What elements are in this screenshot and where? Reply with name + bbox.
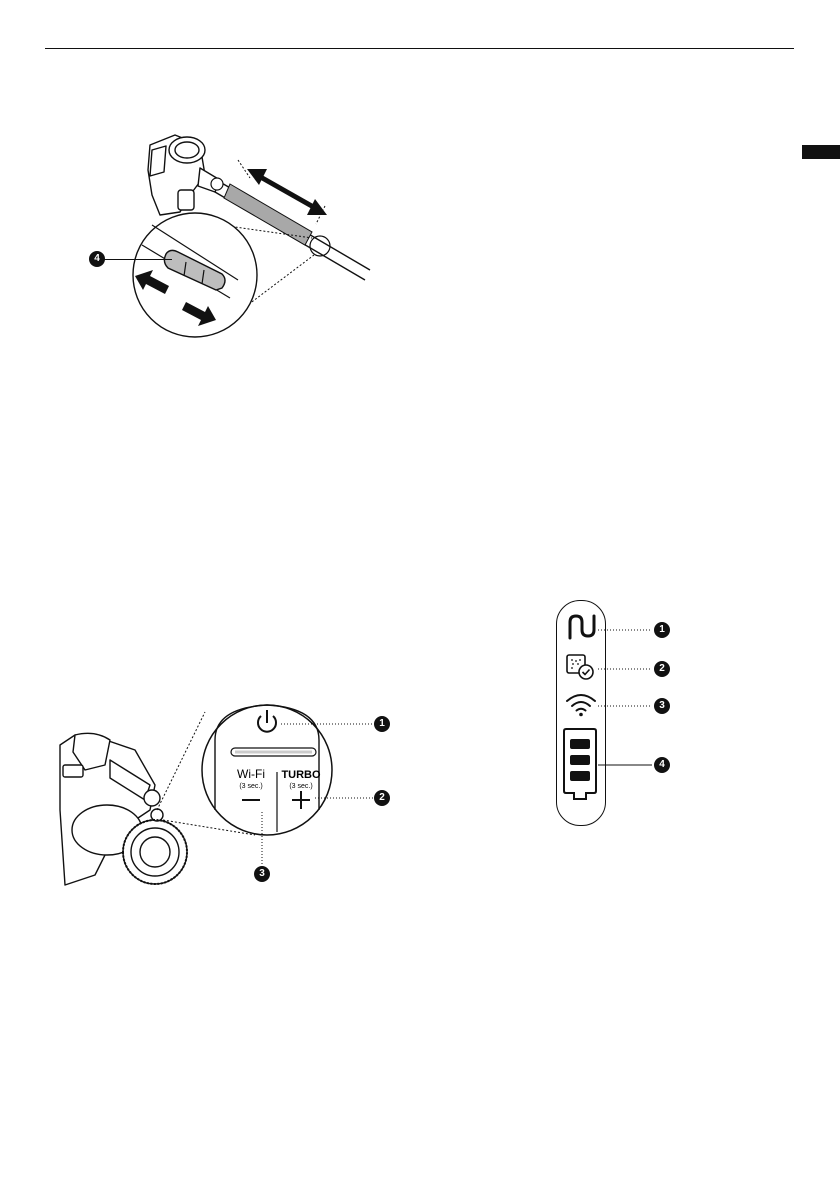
vacuum-body-illustration: Wi-Fi (3 sec.) TURBO (3 sec.) bbox=[55, 690, 400, 890]
header-rule bbox=[45, 48, 794, 49]
callout-2: 2 bbox=[374, 790, 390, 806]
double-arrow-icon bbox=[245, 165, 330, 220]
callout-4: 4 bbox=[89, 251, 105, 267]
wifi-label: Wi-Fi bbox=[237, 767, 265, 781]
wifi-hint: (3 sec.) bbox=[239, 783, 262, 790]
filter-check-icon bbox=[564, 652, 598, 682]
indicator-leader-lines bbox=[596, 620, 656, 770]
vacuum-pipe-illustration bbox=[80, 120, 380, 345]
turbo-label: TURBO bbox=[281, 769, 321, 781]
wifi-icon bbox=[564, 690, 598, 718]
figure-pipe-release bbox=[80, 120, 380, 345]
arrow-left-icon bbox=[135, 270, 171, 300]
cyclone-icon bbox=[564, 612, 598, 642]
callout-1: 1 bbox=[374, 716, 390, 732]
battery-icon bbox=[560, 727, 600, 807]
indicator-callout-2: 2 bbox=[654, 661, 670, 677]
indicator-callout-3: 3 bbox=[654, 698, 670, 714]
turbo-hint: (3 sec.) bbox=[289, 783, 312, 790]
callout-3: 3 bbox=[254, 866, 270, 882]
callout-line bbox=[104, 259, 172, 260]
indicator-callout-1: 1 bbox=[654, 622, 670, 638]
indicator-callout-4: 4 bbox=[654, 757, 670, 773]
arrow-right-icon bbox=[180, 296, 216, 326]
figure-control-panel: Wi-Fi (3 sec.) TURBO (3 sec.) bbox=[55, 690, 400, 890]
language-tab bbox=[802, 145, 840, 159]
